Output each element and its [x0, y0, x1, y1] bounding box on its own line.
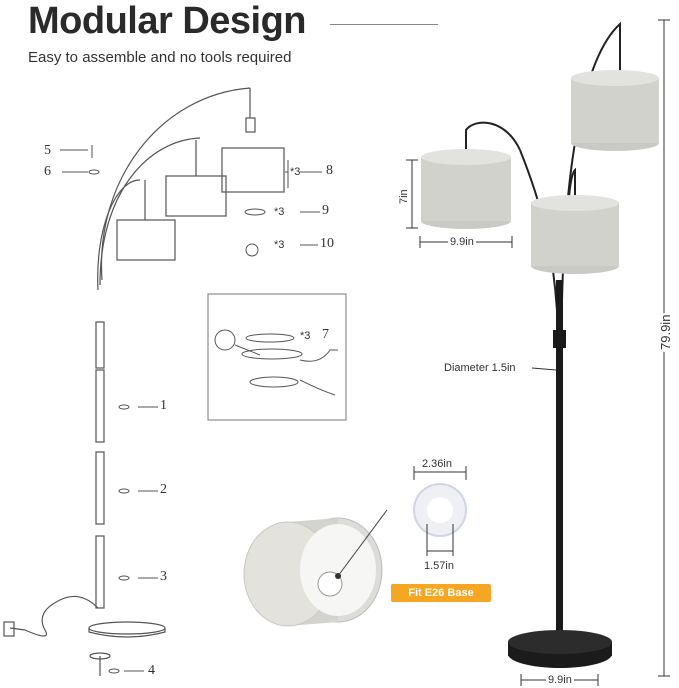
total-height-label: 79.9in [658, 312, 673, 352]
part-2: 2 [160, 482, 167, 497]
detail-box [207, 293, 347, 421]
part-9: 9 [322, 203, 329, 218]
ring-outer-label: 2.36in [422, 458, 452, 470]
part-3: 3 [160, 569, 167, 584]
page-subtitle: Easy to assemble and no tools required [28, 49, 292, 66]
part-5: 5 [44, 143, 51, 158]
part-7-qty: *3 [300, 330, 311, 342]
title-divider [330, 24, 438, 25]
shade-center [531, 195, 619, 274]
part-8: 8 [326, 163, 333, 178]
e26-base-badge: Fit E26 Base [391, 584, 491, 602]
shade-width-label: 9.9in [448, 236, 476, 248]
page-title: Modular Design [28, 0, 307, 42]
part-4: 4 [148, 663, 155, 678]
part-7: 7 [322, 327, 329, 342]
shade-right [571, 70, 659, 151]
shade-height-label: 7in [398, 189, 410, 204]
shade-left [421, 149, 511, 229]
part-8-qty: *3 [290, 166, 301, 178]
pole-diameter-label: Diameter 1.5in [444, 362, 516, 374]
part-10: 10 [320, 236, 334, 251]
base-width-label: 9.9in [546, 674, 574, 686]
part-10-qty: *3 [274, 239, 285, 251]
part-6: 6 [44, 164, 51, 179]
part-1: 1 [160, 398, 167, 413]
ring-inner-label: 1.57in [424, 560, 454, 572]
part-9-qty: *3 [274, 206, 285, 218]
